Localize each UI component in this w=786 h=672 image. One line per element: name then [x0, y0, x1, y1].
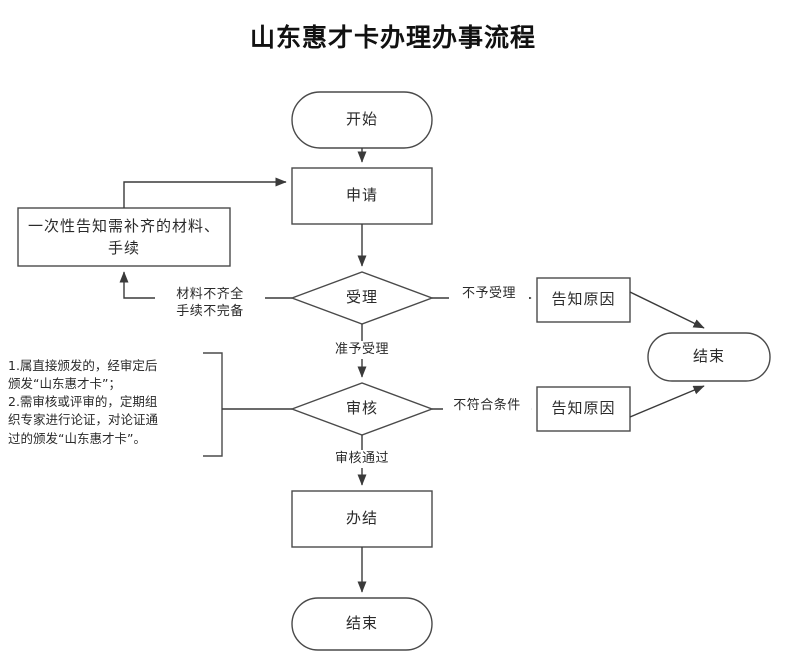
- node-notify-materials-label: 一次性告知需补齐的材料、手续: [27, 216, 220, 258]
- node-complete-shape: [291, 490, 433, 548]
- edge-inform-reason-bottom-to-end: [629, 385, 705, 418]
- edge-notify-materials-to-apply: [123, 177, 287, 208]
- node-inform-reason-bottom-shape: [536, 386, 631, 432]
- note-review-rule-line-3: 2.需审核或评审的，定期组: [8, 394, 158, 410]
- node-review-decision-shape: [289, 382, 435, 436]
- edge-accept-to-notify-materials: [119, 271, 292, 299]
- note-bracket-review-rule: [203, 352, 223, 457]
- node-end-bottom-shape: [291, 597, 433, 651]
- note-review-rule-line-1: 1.属直接颁发的，经审定后: [8, 358, 158, 373]
- node-start-shape: [291, 91, 433, 149]
- note-review-rule-line-2: 颁发“山东惠才卡”；: [8, 376, 121, 392]
- note-review-rule-line-5: 过的颁发“山东惠才卡”。: [8, 430, 146, 446]
- node-inform-reason-top-shape: [536, 277, 631, 323]
- edge-inform-reason-top-to-end: [629, 291, 705, 329]
- node-accept-decision-shape: [289, 271, 435, 325]
- note-review-rule-line-4: 织专家进行论证，对论证通: [8, 412, 159, 428]
- node-end-right-shape: [647, 332, 771, 382]
- node-apply-shape: [291, 167, 433, 225]
- note-review-rule: 1.属直接颁发的，经审定后 颁发“山东惠才卡”； 2.需审核或评审的，定期组 织…: [8, 357, 204, 448]
- page-title: 山东惠才卡办理办事流程: [249, 23, 536, 52]
